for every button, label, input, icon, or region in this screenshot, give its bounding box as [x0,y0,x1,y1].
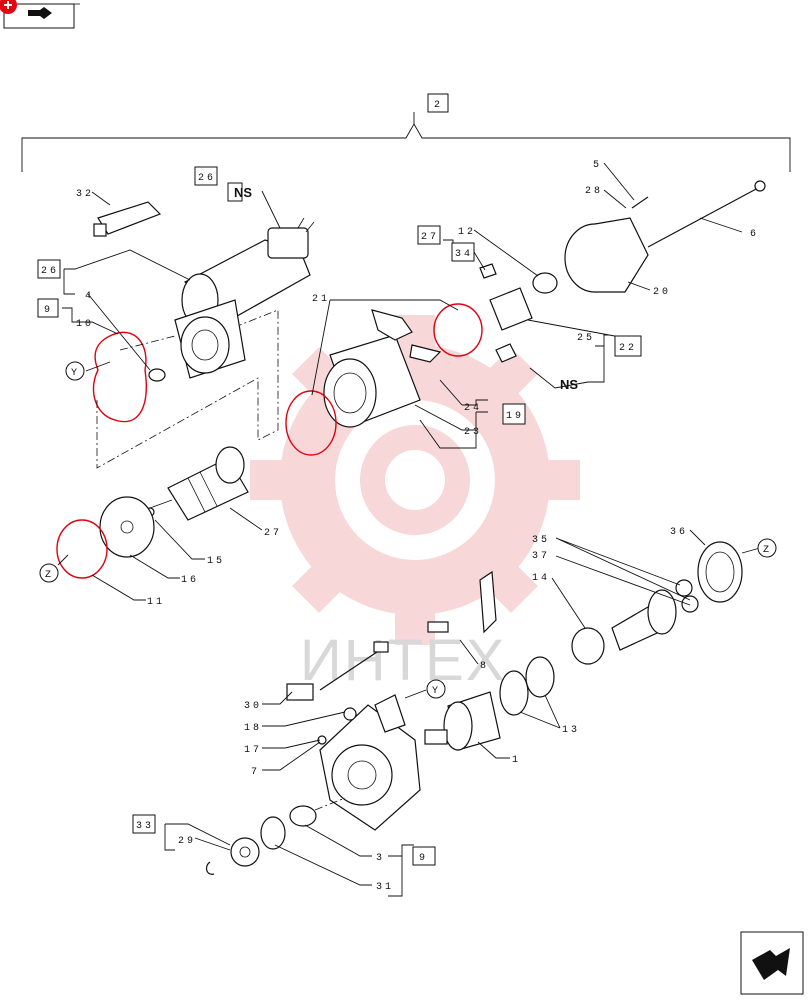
plus-badge-icon [0,0,17,14]
callout-label: 22 [619,343,637,354]
clip-29-part [205,861,215,875]
solenoid-part[interactable] [181,217,315,327]
ring-13b-part [525,656,555,698]
callout-label: 29 [178,836,196,847]
callout-label: 16 [181,575,199,586]
disc-16-part [99,496,155,558]
callout-label: 17 [244,745,262,756]
callout-label: 18 [244,723,262,734]
next-page-arrow-icon[interactable] [740,931,804,995]
ref-y2-circle [426,679,446,699]
plug-18-part [343,707,357,721]
callout-label: 2 [434,100,443,111]
callout-label: 24 [464,403,482,414]
callout-label: 31 [376,882,394,893]
callout-label: 23 [464,427,482,438]
callout-label: 13 [562,725,580,736]
callout-label: 36 [670,527,688,538]
callout-label: 27 [264,528,282,539]
ring-13a-part [499,670,529,716]
planet-gear-35-part [675,579,693,597]
callout-label: Y [432,686,441,697]
grease-tube-part[interactable] [93,201,162,237]
ref-z2-circle [757,538,777,558]
bushing-3-part [289,805,317,827]
oring-11-part [56,519,108,579]
drive-housing-part[interactable] [174,299,246,379]
callout-label: 14 [532,573,550,584]
oring-21b-part [433,303,483,357]
gasket-part [92,331,147,423]
callout-label: 25 [577,333,595,344]
shift-lever-part[interactable] [479,570,497,634]
ns-label: NS [560,377,578,392]
callout-label: 35 [532,535,550,546]
ref-z-circle [39,563,59,583]
callout-label: 6 [750,229,759,240]
callout-label: 7 [251,767,260,778]
assembly-bracket [21,123,791,172]
washer-4-part [148,368,166,382]
callout-label: 4 [85,291,94,302]
screw-5-part [631,196,649,209]
callout-label: Z [45,570,54,581]
planet-shaft-part[interactable] [611,589,677,651]
callout-label: 12 [458,227,476,238]
end-cover-part[interactable] [564,217,649,293]
wire-lead-part [286,641,389,701]
ref-y-circle [65,361,85,381]
ns-label: NS [234,185,252,200]
callout-label: 19 [506,411,524,422]
gear-33-part [230,837,260,867]
callout-label: 30 [244,701,262,712]
callout-label: 3 [376,853,385,864]
callout-numbers: 2 26 32 26 4 9 10 Y 5 28 6 27 12 34 20 2… [41,100,772,893]
callout-label: 9 [44,305,53,316]
callout-label: Z [763,545,772,556]
callout-label: 33 [136,821,154,832]
gear-logo-icon [250,315,580,645]
armature-part[interactable] [149,446,249,521]
callout-label: 27 [421,232,439,243]
through-bolt-part [647,187,759,248]
planet-gear-37-part [681,595,699,613]
callout-label: Y [71,368,80,379]
callout-label: 15 [207,556,225,567]
callout-label: 32 [76,189,94,200]
callout-label: 5 [593,160,602,171]
callout-label: 20 [653,287,671,298]
callout-label: 21 [312,294,330,305]
pinion-clutch-part[interactable] [424,691,501,751]
callout-label: 1 [512,755,521,766]
brush-holder-part[interactable] [479,263,533,363]
boxed-callouts [37,93,642,866]
oring-21a-part [285,390,337,456]
callout-label: 26 [41,266,59,277]
callout-label: 37 [532,551,550,562]
callout-label: 26 [198,173,216,184]
yoke-part[interactable] [323,309,442,428]
hand-arrow-icon[interactable] [3,3,80,29]
leader-lines [57,162,761,897]
callout-label: 11 [147,597,165,608]
callout-label: 9 [419,853,428,864]
front-housing-part[interactable] [319,694,421,831]
washer-14-part [571,627,605,665]
callout-label: 34 [455,249,473,260]
callout-label: 10 [76,319,94,330]
bearing-12-part [532,272,558,294]
callout-label: 8 [480,661,489,672]
callout-label: 28 [585,186,603,197]
snap-ring-31-part [260,816,286,850]
ring-gear-36-part [697,541,743,603]
watermark-text: ИНТЕХ [300,628,506,693]
